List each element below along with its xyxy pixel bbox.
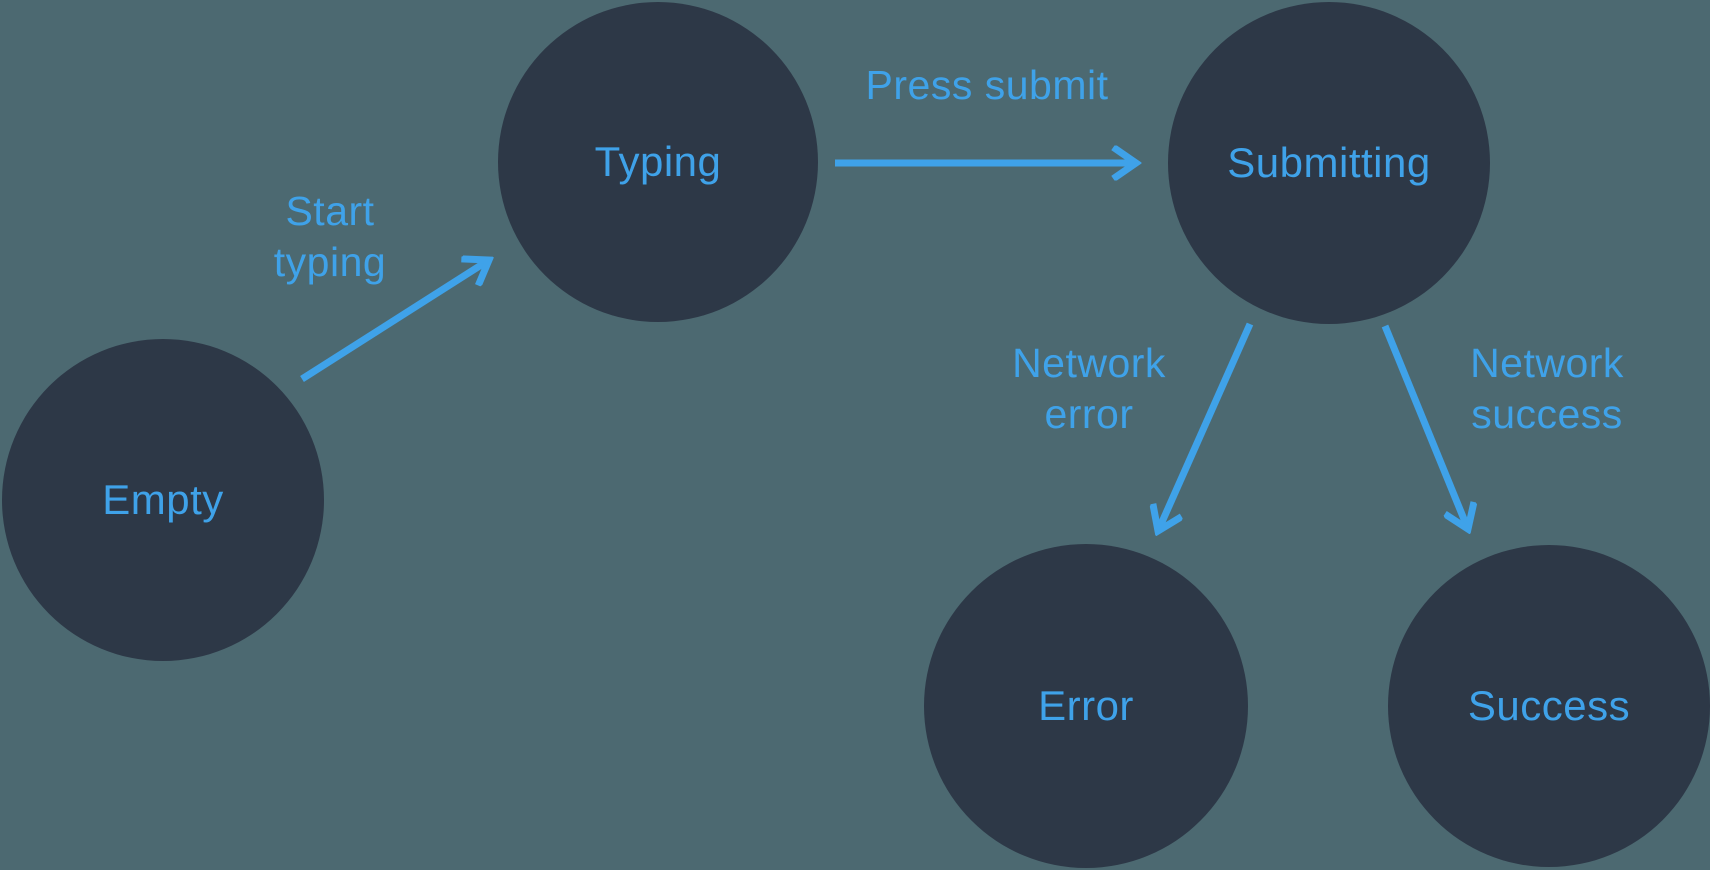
node-typing: Typing [498,2,818,322]
node-typing-label: Typing [594,138,722,185]
node-empty-label: Empty [102,476,224,523]
node-error-label: Error [1038,682,1134,729]
edge-label-start-typing: Start typing [273,188,387,285]
node-success: Success [1388,545,1710,867]
edge-label-network-error: Network error [1012,340,1166,437]
edge-arrow-empty-typing [300,260,489,382]
node-submitting: Submitting [1168,2,1490,324]
node-success-label: Success [1467,682,1631,729]
node-error: Error [924,544,1248,868]
node-empty: Empty [2,339,324,661]
node-submitting-label: Submitting [1227,139,1431,186]
edge-label-network-success: Network success [1470,340,1624,437]
edge-arrow-submitting-error [1158,322,1254,531]
edge-arrow-submitting-success [1381,324,1468,529]
edge-label-press-submit: Press submit [865,62,1109,108]
